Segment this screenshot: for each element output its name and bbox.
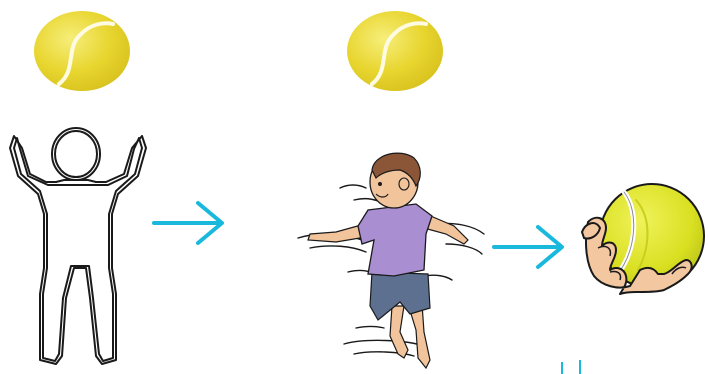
arrow-right-icon-2	[492, 224, 566, 270]
cyan-mark-decoration	[558, 360, 588, 374]
spinning-child-figure	[296, 148, 496, 374]
arrow-right-icon-1	[152, 200, 226, 246]
tennis-ball-icon-2	[346, 10, 444, 92]
person-arms-raised-figure	[0, 118, 160, 374]
hand-catching-ball-figure	[580, 178, 704, 308]
tennis-ball-icon-1	[33, 10, 131, 92]
